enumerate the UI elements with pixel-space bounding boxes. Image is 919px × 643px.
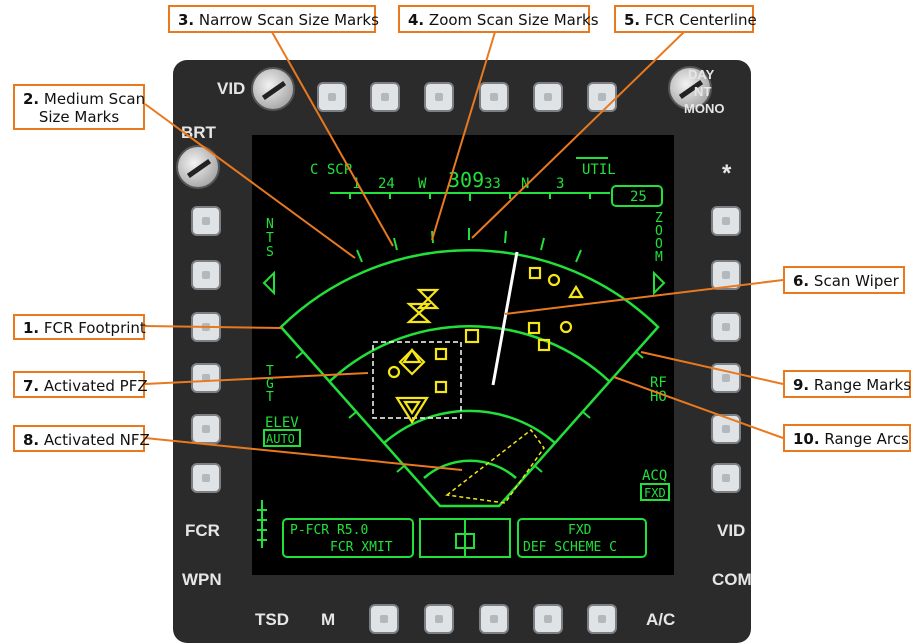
compass-w: W — [418, 176, 427, 192]
target-circle — [549, 275, 559, 285]
nts-label: NTS — [266, 218, 278, 260]
acq-label: ACQ — [642, 468, 667, 484]
callout-scan-wiper: 6. Scan Wiper — [783, 266, 905, 294]
util-label: UTIL — [582, 162, 616, 178]
target-triangle-inner — [405, 402, 419, 413]
elev-label: ELEV — [265, 415, 299, 431]
narrow-scan-mark-right — [541, 238, 544, 250]
target-circle — [389, 367, 399, 377]
compass-33: 33 — [484, 176, 501, 192]
range-mark — [349, 412, 356, 418]
range-value: 25 — [630, 189, 647, 205]
callout-activated-nfz: 8. Activated NFZ — [13, 425, 145, 452]
range-arc-2 — [384, 411, 555, 443]
auto-label: AUTO — [266, 432, 295, 446]
status-right-line2: DEF SCHEME C — [523, 540, 617, 555]
range-mark — [583, 412, 590, 418]
range-mark — [535, 466, 542, 472]
range-mark — [397, 466, 404, 472]
target-circle — [561, 322, 571, 332]
callout-range-arcs: 10. Range Arcs — [783, 424, 911, 452]
target-square — [466, 330, 478, 342]
compass-3: 3 — [556, 176, 564, 192]
tgt-label: TGT — [266, 365, 278, 404]
callout-zoom-scan-size-marks: 4. Zoom Scan Size Marks — [398, 5, 590, 33]
compass-1: 1 — [352, 176, 360, 192]
callout-activated-pfz: 7. Activated PFZ — [13, 371, 145, 398]
medium-scan-mark-right — [576, 250, 581, 262]
callout-fcr-footprint: 1. FCR Footprint — [13, 314, 145, 340]
target-square — [436, 382, 446, 392]
callout-medium-scan-size-marks: 2. Medium ScanSize Marks — [13, 84, 145, 130]
target-square — [530, 268, 540, 278]
range-mark — [296, 352, 303, 358]
medium-scan-mark-left — [357, 250, 362, 262]
zoom-label: ZOOM — [655, 212, 667, 264]
target-square — [529, 323, 539, 333]
zoom-scan-mark-right — [505, 231, 506, 243]
fcr-footprint — [281, 250, 658, 506]
status-right-line1: FXD — [568, 523, 592, 538]
callout-range-marks: 9. Range Marks — [783, 370, 911, 398]
fxd-label: FXD — [644, 486, 666, 500]
scan-wiper — [493, 252, 517, 385]
right-arrow-icon — [654, 273, 664, 293]
status-left-line1: P-FCR R5.0 — [290, 523, 368, 538]
status-left-line2: FCR XMIT — [330, 540, 393, 555]
target-square — [436, 349, 446, 359]
left-arrow-icon — [264, 273, 274, 293]
narrow-scan-mark-left — [394, 238, 397, 250]
range-arc-1 — [330, 326, 609, 381]
compass-24: 24 — [378, 176, 395, 192]
target-triangle — [570, 287, 582, 297]
callout-fcr-centerline: 5. FCR Centerline — [614, 5, 754, 33]
range-arc-3 — [424, 461, 516, 478]
callout-narrow-scan-size-marks: 3. Narrow Scan Size Marks — [168, 5, 376, 33]
